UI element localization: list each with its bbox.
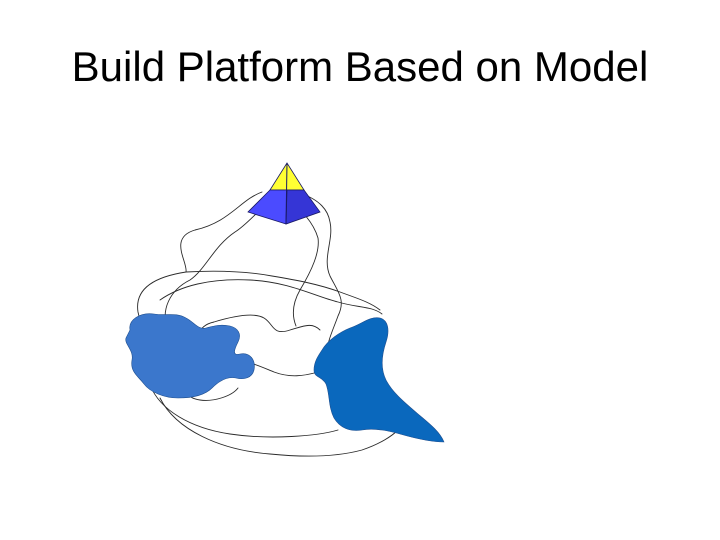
wire-top-loop [159, 279, 383, 315]
wire-right-outer [299, 192, 342, 353]
left-blob [125, 313, 255, 399]
wire-mid-loop [185, 270, 381, 311]
wire-lower-outer [159, 397, 399, 457]
slide-title: Build Platform Based on Model [71, 43, 649, 90]
pyramid-ridge [285, 162, 288, 225]
pyramid-icon [247, 162, 321, 225]
right-blob [313, 317, 445, 443]
wire-squiggle [198, 314, 321, 347]
pyramid-right-face [285, 189, 321, 225]
pyramid-left-face [247, 189, 288, 225]
